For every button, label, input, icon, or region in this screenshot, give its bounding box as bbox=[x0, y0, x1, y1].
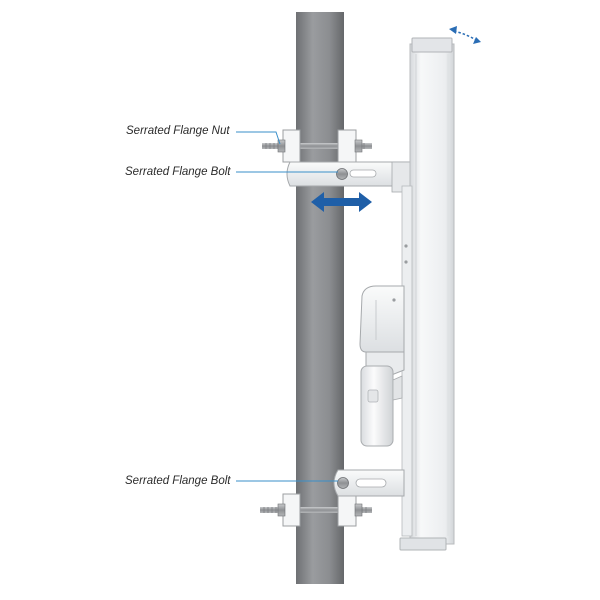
label-serrated-flange-nut: Serrated Flange Nut bbox=[126, 125, 230, 137]
bottom-clamp bbox=[260, 493, 372, 527]
label-serrated-flange-bolt-top: Serrated Flange Bolt bbox=[125, 166, 231, 178]
callout-lines bbox=[236, 131, 338, 482]
adjust-arrow-icon bbox=[311, 192, 372, 212]
top-clamp bbox=[262, 129, 372, 163]
flange-nut-bottom-right bbox=[354, 503, 363, 517]
antenna-top-cap bbox=[411, 37, 453, 53]
bottom-threaded-rod bbox=[260, 507, 372, 513]
mounting-pole bbox=[296, 12, 344, 584]
flange-nut-bottom-left bbox=[277, 503, 286, 517]
flange-nut-top-right bbox=[354, 139, 363, 153]
top-threaded-rod bbox=[262, 143, 372, 149]
label-serrated-flange-bolt-bottom: Serrated Flange Bolt bbox=[125, 475, 231, 487]
top-bracket-arm bbox=[286, 161, 413, 193]
bottom-bracket-arm bbox=[333, 469, 405, 497]
tilt-arrow-icon bbox=[449, 26, 481, 44]
antenna-bottom-cap bbox=[399, 537, 447, 551]
flange-bolt-bottom bbox=[337, 477, 349, 489]
tilt-bracket bbox=[359, 285, 405, 379]
flange-nut-top-left bbox=[277, 139, 286, 153]
callout-line-nut bbox=[236, 131, 281, 145]
sector-antenna bbox=[399, 37, 455, 551]
cable-connector bbox=[360, 365, 403, 447]
flange-bolt-top bbox=[336, 168, 348, 180]
